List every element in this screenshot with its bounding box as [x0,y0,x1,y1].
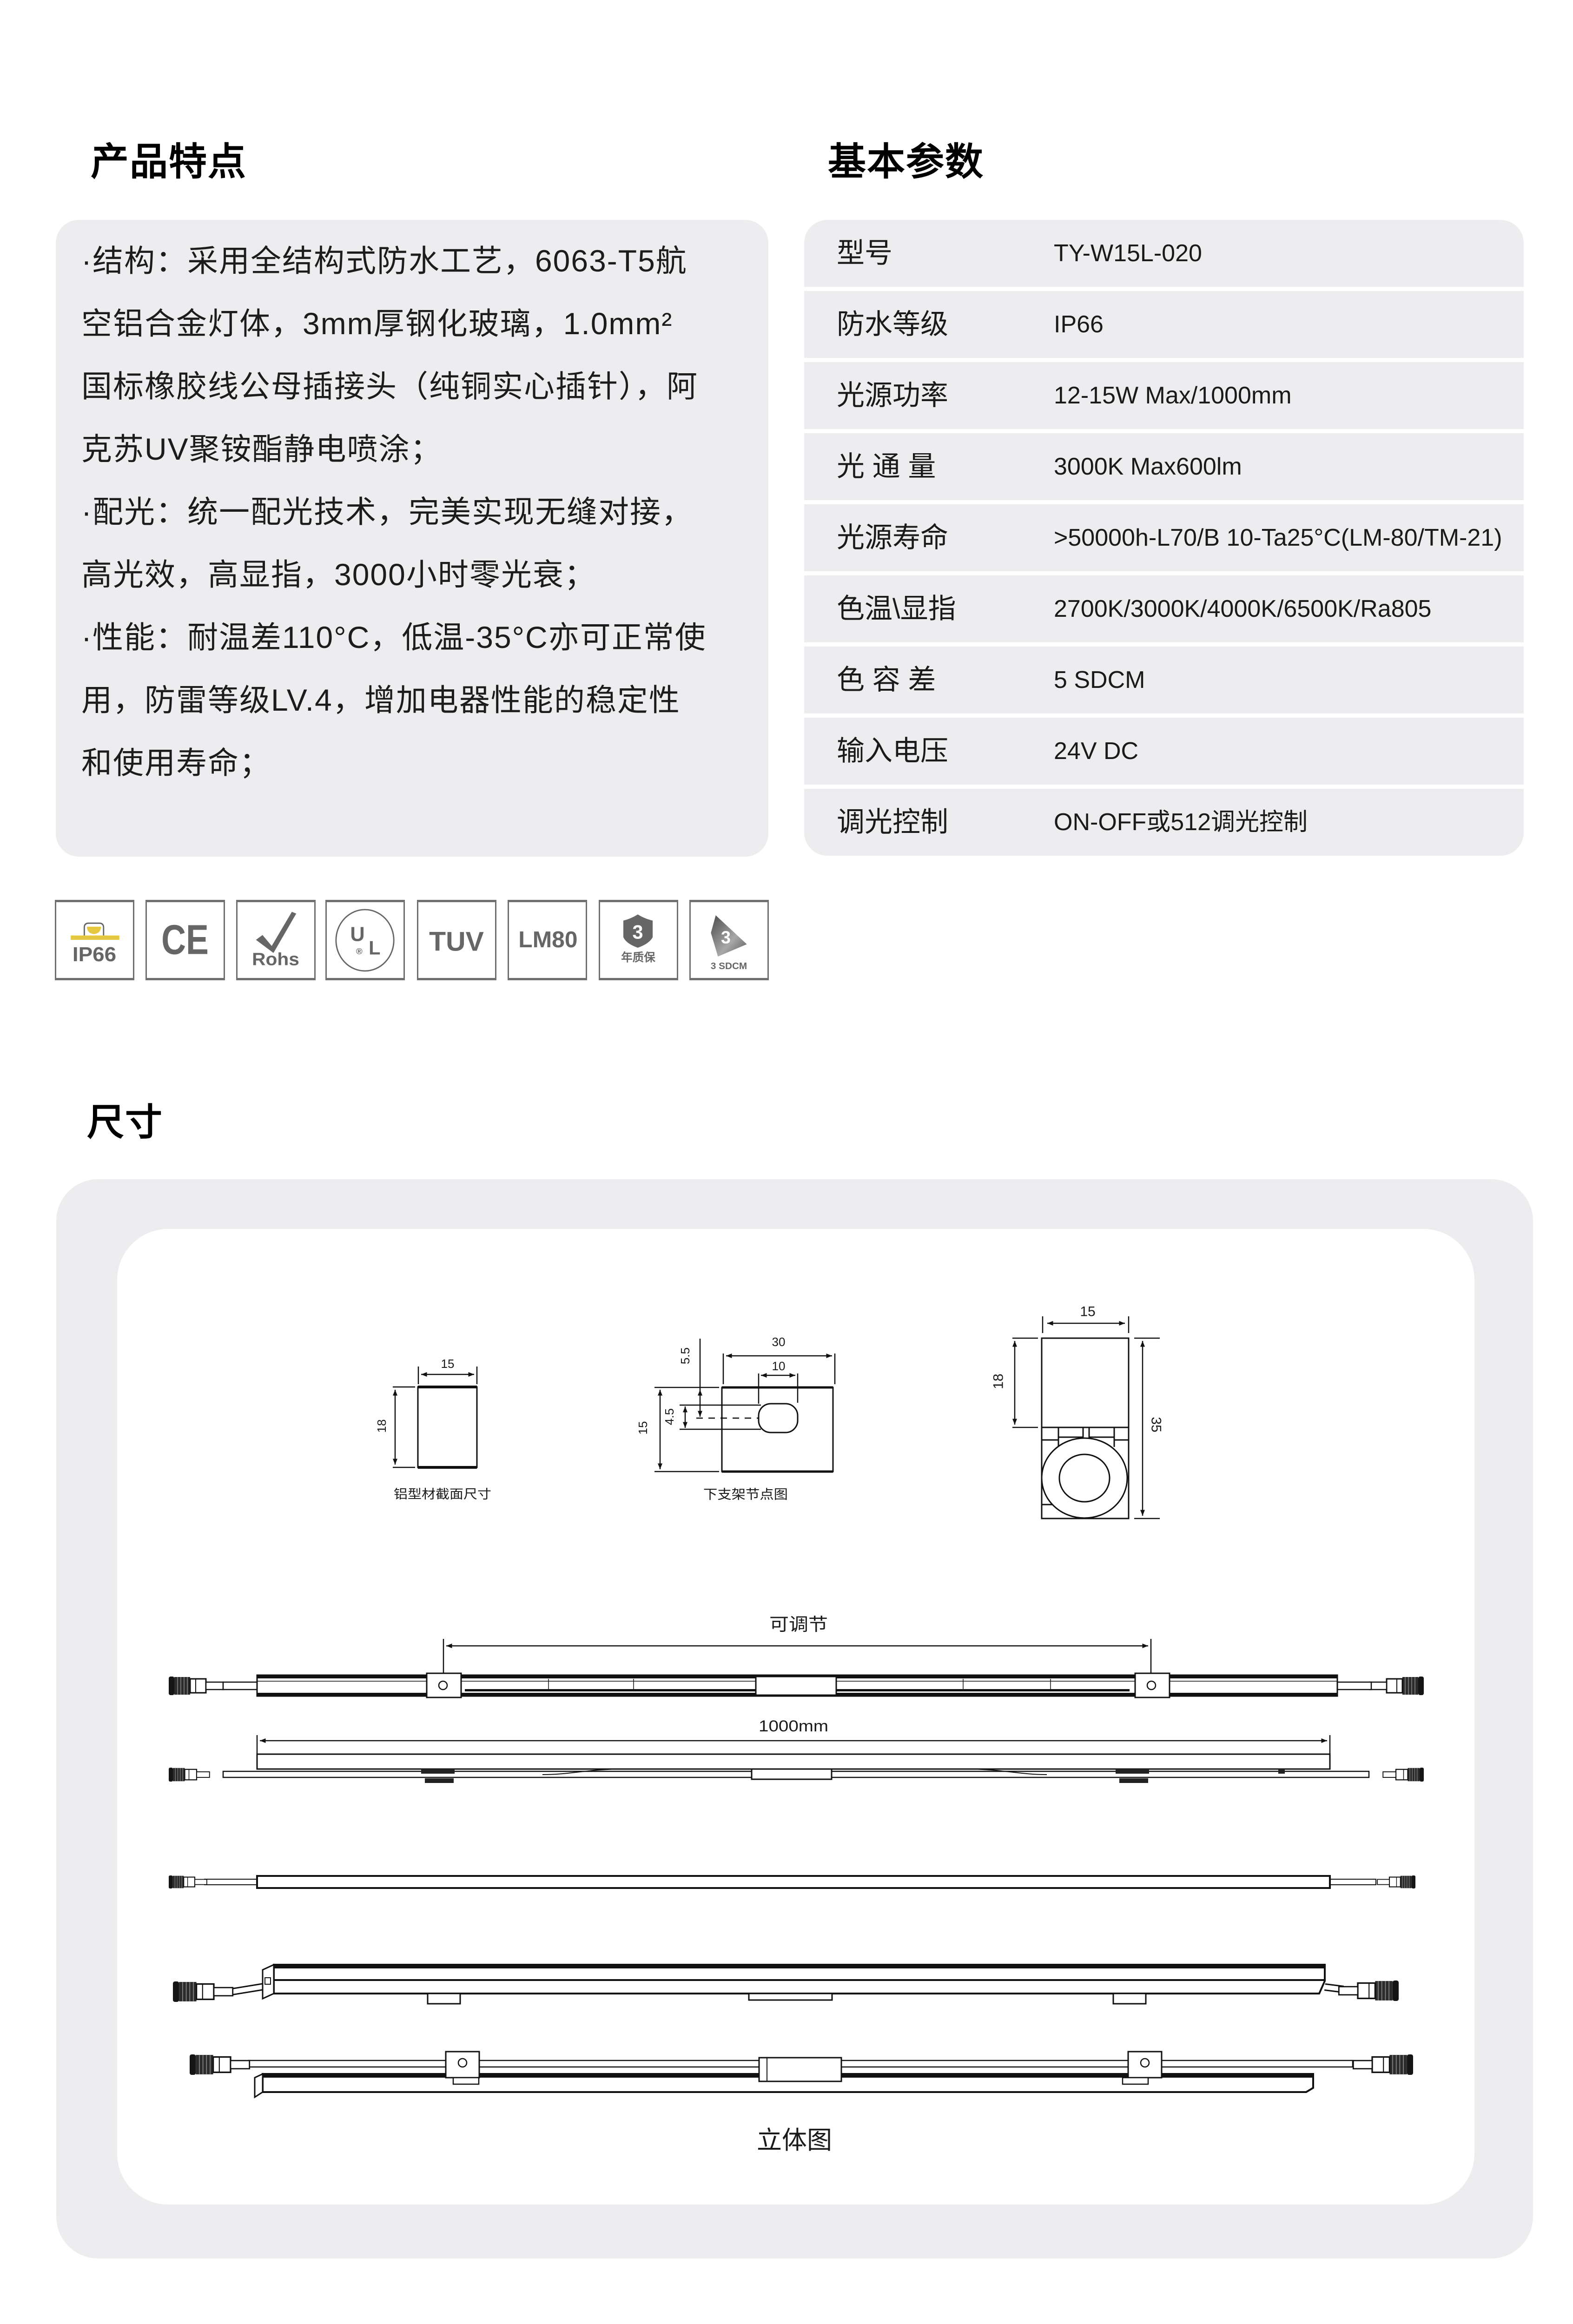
svg-text:IP66: IP66 [73,944,116,966]
params-title: 基本参数 [828,141,985,183]
param-value: 24V DC [1054,738,1139,765]
bar-3d-back-view [189,2051,1414,2099]
bar-3d-front-view [172,1963,1400,2005]
param-value: 3000K Max600lm [1054,453,1242,480]
dimension-label: 18 [375,1419,389,1433]
param-label: 输入电压 [837,735,948,766]
param-label: 型号 [837,238,892,269]
dimension-label: 35 [1149,1417,1164,1432]
dimensions-drawing-area: 15 18 铝型材截面尺寸 30 10 5.5 4.5 [117,1229,1474,2205]
feature-line: ·配光：统一配光技术，完美实现无缝对接， [81,495,693,529]
bracket-detail-drawing [654,1339,836,1473]
svg-text:LM80: LM80 [518,927,577,952]
end-view-drawing [1012,1316,1160,1519]
sdcm-badge-icon: 3 3 SDCM [689,900,769,980]
length-label: 1000mm [759,1717,828,1735]
ip66-badge-icon: IP66 [55,900,134,980]
dimensions-title: 尺寸 [87,1102,163,1143]
svg-text:CE: CE [161,917,209,964]
feature-line: 克苏UV聚铵酯静电喷涂； [81,432,442,466]
technical-drawing: 15 18 铝型材截面尺寸 30 10 5.5 4.5 [168,1304,1425,2154]
tuv-mark-icon: TUV [417,900,496,980]
feature-line: 用，防雷等级LV.4，增加电器性能的稳定性 [81,683,681,717]
param-row-cct-cri: 色温\显指 2700K/3000K/4000K/6500K/Ra805 [804,575,1524,642]
profile-section-caption: 铝型材截面尺寸 [394,1487,491,1501]
params-table: 型号 TY-W15L-020 防水等级 IP66 光源功率 12-15W Max… [804,220,1524,857]
dimension-label: 18 [991,1373,1006,1389]
param-row-voltage: 输入电压 24V DC [804,718,1524,785]
dimension-label: 15 [636,1421,650,1435]
feature-line: 空铝合金灯体，3mm厚钢化玻璃，1.0mm² [81,306,673,341]
feature-line: ·性能：耐温差110°C，低温-35°C亦可正常使 [81,620,707,654]
warranty-shield-icon: 3 年质保 [599,900,678,980]
param-label: 光 通 量 [837,451,936,482]
bar-front-view [168,1875,1416,1889]
param-value: >50000h-L70/B 10-Ta25°C(LM-80/TM-21) [1054,524,1502,551]
features-title: 产品特点 [91,141,247,183]
param-label: 调光控制 [837,806,948,838]
svg-text:TUV: TUV [429,926,484,957]
ul-mark-icon: U L ® [325,900,405,980]
dimension-label: 15 [441,1357,455,1371]
feature-line: ·结构：采用全结构式防水工艺，6063-T5航 [81,244,687,278]
adjustable-label: 可调节 [769,1615,828,1635]
3d-view-caption: 立体图 [757,2126,832,2154]
param-row-luminous-flux: 光 通 量 3000K Max600lm [804,433,1524,500]
param-value: 5 SDCM [1054,667,1145,693]
svg-text:L: L [369,937,380,958]
param-row-ip-rating: 防水等级 IP66 [804,291,1524,358]
svg-text:3: 3 [633,921,643,943]
param-label: 光源功率 [837,380,948,411]
param-value: 12-15W Max/1000mm [1054,382,1292,409]
param-label: 色温\显指 [837,593,956,624]
feature-line: 和使用寿命； [81,746,271,780]
profile-section-drawing [393,1367,478,1469]
param-label: 光源寿命 [837,522,948,553]
dimension-label: 4.5 [662,1408,676,1425]
param-value: TY-W15L-020 [1054,240,1202,267]
svg-text:U: U [350,924,364,946]
dimension-label: 30 [772,1335,786,1349]
features-panel: ·结构：采用全结构式防水工艺，6063-T5航 空铝合金灯体，3mm厚钢化玻璃，… [56,220,768,857]
param-row-power: 光源功率 12-15W Max/1000mm [804,362,1524,429]
rohs-check-icon: Rohs [236,900,316,980]
lm80-mark-icon: LM80 [508,900,587,980]
param-value: IP66 [1054,311,1104,338]
param-row-model: 型号 TY-W15L-020 [804,220,1524,287]
adjustable-dimension [443,1639,1152,1675]
svg-text:®: ® [356,946,363,956]
param-value: 2700K/3000K/4000K/6500K/Ra805 [1054,595,1432,622]
feature-line: 高光效，高显指，3000小时零光衰； [81,557,596,592]
length-dimension [256,1735,1331,1754]
param-label: 色 容 差 [837,664,936,695]
param-row-lifetime: 光源寿命 >50000h-L70/B 10-Ta25°C(LM-80/TM-21… [804,504,1524,571]
bar-side-view [168,1753,1425,1783]
svg-text:3: 3 [721,927,731,947]
feature-line: 国标橡胶线公母插接头（纯铜实心插针），阿 [81,369,698,403]
param-label: 防水等级 [837,309,948,340]
ce-mark-icon: CE [145,900,225,980]
svg-text:年质保: 年质保 [621,951,655,964]
dimension-label: 5.5 [678,1347,692,1364]
param-row-dimming: 调光控制 ON-OFF或512调光控制 [804,789,1524,856]
bar-top-view [168,1672,1425,1698]
param-row-sdcm: 色 容 差 5 SDCM [804,647,1524,713]
svg-text:3 SDCM: 3 SDCM [711,961,747,971]
bracket-detail-caption: 下支架节点图 [703,1487,788,1502]
param-value: ON-OFF或512调光控制 [1054,809,1308,836]
dimension-label: 15 [1080,1304,1095,1320]
dimension-label: 10 [772,1359,786,1373]
svg-text:Rohs: Rohs [252,949,299,969]
